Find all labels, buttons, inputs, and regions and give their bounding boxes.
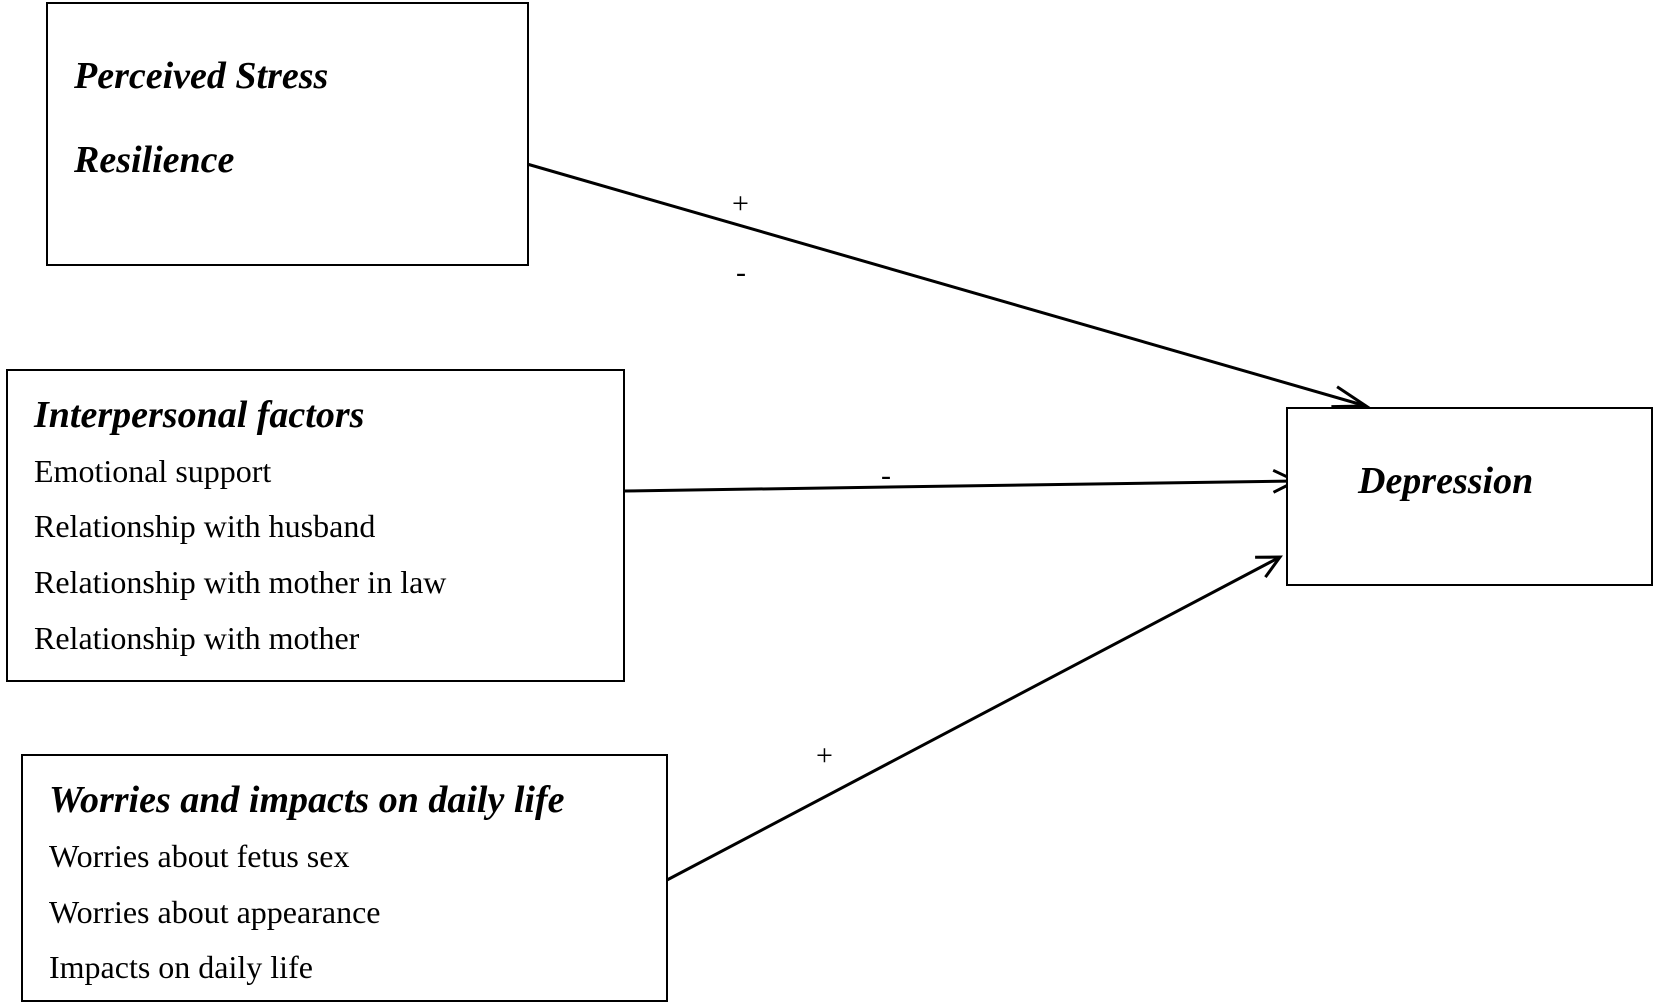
arrowhead-worries — [1255, 555, 1283, 578]
arrow-interpersonal-to-depression — [623, 479, 1297, 493]
perceived-stress-label: Perceived Stress — [74, 55, 329, 97]
interpersonal-factors-box — [6, 369, 625, 682]
sign-worries-positive: + — [816, 739, 833, 772]
depression-label: Depression — [1358, 460, 1534, 502]
list-item-impacts-daily-life: Impacts on daily life — [49, 949, 313, 985]
sign-resilience-negative: - — [736, 256, 746, 289]
interpersonal-factors-title: Interpersonal factors — [34, 394, 365, 436]
arrow-worries-to-depression — [666, 555, 1281, 882]
list-item-relationship-husband: Relationship with husband — [34, 508, 376, 544]
depression-box — [1286, 407, 1653, 586]
arrow-stress-to-depression — [526, 162, 1367, 408]
arrowhead-stress — [1331, 385, 1371, 409]
list-item-emotional-support: Emotional support — [34, 453, 272, 489]
worries-impacts-title: Worries and impacts on daily life — [49, 779, 565, 821]
list-item-relationship-mother: Relationship with mother — [34, 620, 360, 656]
sign-interpersonal-negative: - — [881, 459, 891, 492]
worries-impacts-box — [21, 754, 668, 1002]
stress-resilience-box — [46, 2, 529, 266]
list-item-relationship-mother-in-law: Relationship with mother in law — [34, 564, 447, 600]
sign-stress-positive: + — [732, 187, 749, 220]
list-item-worries-fetus-sex: Worries about fetus sex — [49, 838, 350, 874]
list-item-worries-appearance: Worries about appearance — [49, 894, 381, 930]
resilience-label: Resilience — [74, 139, 235, 181]
